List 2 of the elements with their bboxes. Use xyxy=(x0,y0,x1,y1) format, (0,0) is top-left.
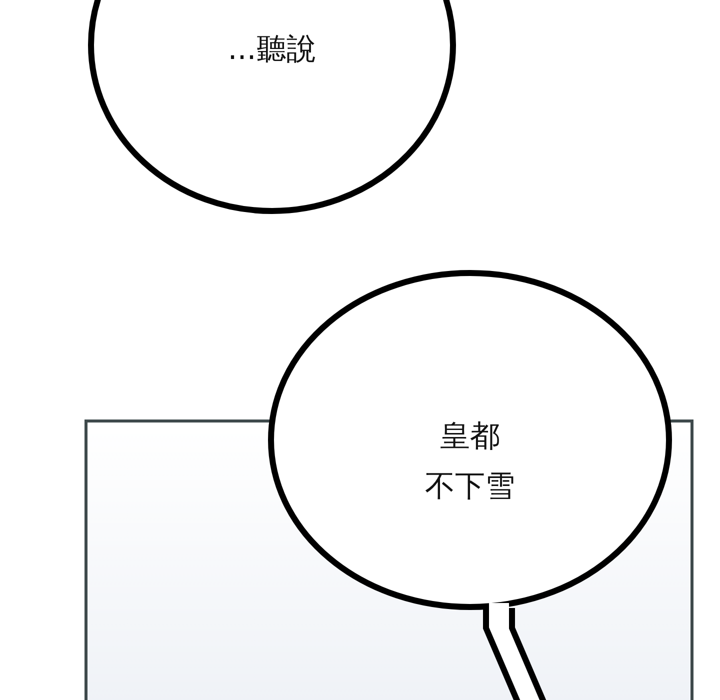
speech-text: 皇都不下雪 xyxy=(425,418,515,506)
speech-text: ...聽說 xyxy=(228,31,316,69)
